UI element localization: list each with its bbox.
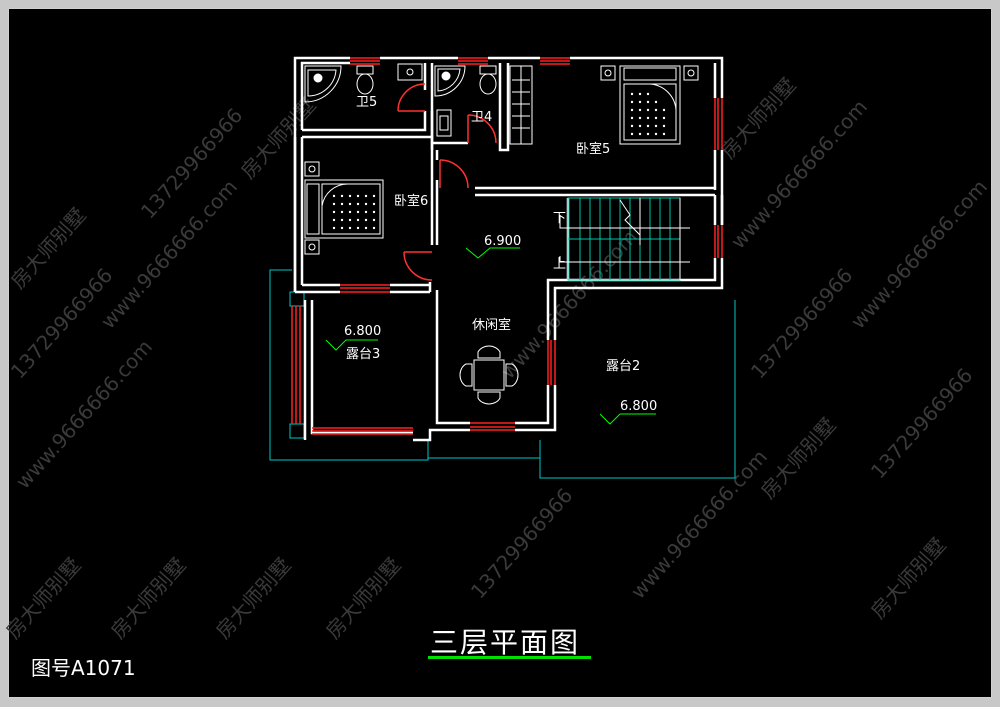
- stair-down-label: 下: [553, 211, 566, 226]
- sink-icon: [397, 63, 423, 81]
- watermark-text: 13729966966: [136, 103, 248, 223]
- watermark-text: 13729966966: [466, 483, 578, 603]
- stair-up-label: 上: [553, 257, 566, 272]
- toilet-icon: [356, 65, 374, 95]
- room-label-bedroom5: 卧室5: [576, 141, 610, 157]
- walls: [293, 56, 724, 442]
- door-bath4: [467, 114, 497, 144]
- room-label-terrace2: 露台2: [606, 359, 640, 374]
- bed-icon: [304, 161, 384, 255]
- doors: [397, 83, 497, 281]
- window-terrace3-south: [312, 427, 413, 435]
- dining-table-icon: [459, 345, 519, 405]
- window-bath5: [350, 57, 380, 65]
- window-closet: [540, 57, 570, 65]
- window-bath4: [458, 57, 488, 65]
- bath5-fixtures: [304, 63, 423, 103]
- bed-icon: [600, 65, 699, 145]
- elevation-marker-terrace3: [325, 339, 378, 351]
- window-lounge-east: [547, 340, 556, 385]
- terrace-outlines: [269, 269, 736, 479]
- watermark-text: 13729966966: [746, 263, 858, 383]
- sink-icon: [436, 109, 452, 137]
- watermark-text: 房大师别墅: [6, 203, 91, 293]
- door-bath5: [397, 83, 426, 112]
- watermark-text: 房大师别墅: [866, 533, 951, 623]
- shower-icon: [304, 65, 342, 103]
- watermark-text: 13729966966: [866, 363, 978, 483]
- watermark-text: www.9666666.com: [846, 175, 992, 334]
- title-underline: [428, 656, 591, 659]
- door-bedroom6: [403, 251, 433, 281]
- stair-arrows: [559, 215, 690, 263]
- drawing-title: 三层平面图: [430, 626, 581, 659]
- watermark-text: 房大师别墅: [321, 553, 406, 643]
- watermark-text: 房大师别墅: [106, 553, 191, 643]
- toilet-icon: [479, 65, 497, 95]
- room-label-bath5: 卫5: [356, 95, 377, 110]
- drawing-number: 图号A1071: [31, 656, 136, 680]
- room-label-lounge: 休闲室: [472, 317, 511, 333]
- staircase: [567, 197, 681, 281]
- room-label-terrace3: 露台3: [346, 347, 380, 362]
- window-bedroom6: [340, 284, 390, 293]
- watermark-text: 房大师别墅: [211, 553, 296, 643]
- watermark-text: 房大师别墅: [716, 73, 801, 163]
- elevation-terrace2: 6.800: [620, 399, 657, 414]
- windows: [291, 57, 723, 435]
- window-terrace3-west: [291, 306, 301, 424]
- wardrobe: [509, 65, 533, 145]
- shower-icon: [434, 65, 466, 97]
- watermark-text: 房大师别墅: [1, 553, 86, 643]
- elevation-marker-hall: [465, 247, 520, 259]
- watermark-text: www.9666666.com: [626, 445, 772, 604]
- window-bedroom5: [714, 98, 723, 150]
- room-label-bedroom6: 卧室6: [394, 193, 428, 209]
- window-stair: [714, 225, 723, 258]
- elevation-marker-terrace2: [599, 413, 656, 425]
- window-lounge-south: [470, 422, 515, 431]
- bath4-fixtures: [434, 65, 497, 137]
- door-bedroom5: [439, 159, 469, 189]
- elevation-terrace3: 6.800: [344, 324, 381, 339]
- elevation-hall: 6.900: [484, 234, 521, 249]
- room-label-bath4: 卫4: [471, 110, 492, 125]
